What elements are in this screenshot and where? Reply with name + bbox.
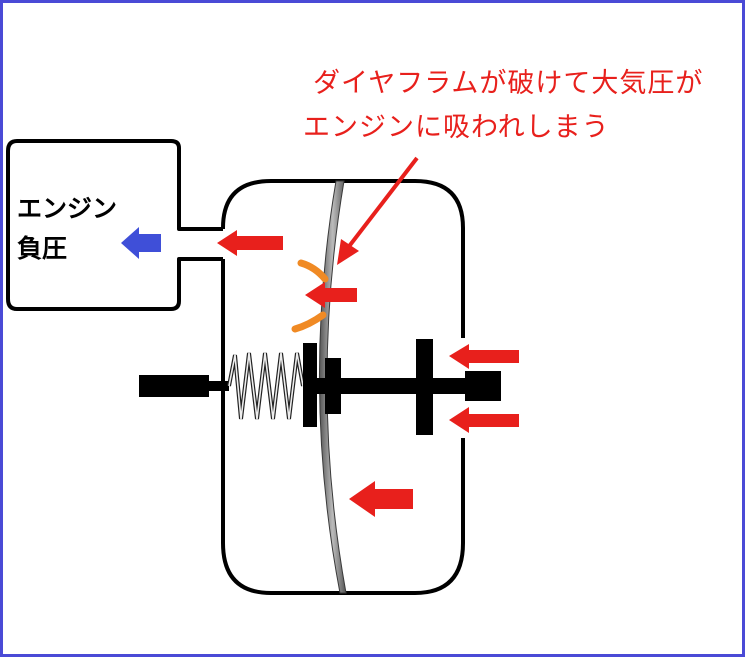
airflow-arrow-tear: [305, 282, 357, 308]
negative-pressure-label: 負圧: [17, 234, 68, 263]
tear-mark-lower: [291, 311, 327, 333]
return-spring: [227, 352, 305, 420]
diagram-graphics: [6, 139, 519, 595]
airflow-arrow-outside-lower: [449, 407, 519, 433]
engine-box: [6, 139, 223, 311]
rod-left-inner: [203, 381, 229, 391]
annotation-text-line1: ダイヤフラムが破けて大気圧が: [313, 68, 704, 99]
pointer-arrow: [337, 156, 419, 265]
valve-plate: [416, 339, 433, 435]
airflow-arrow-outside-upper: [449, 344, 519, 369]
engine-label: エンジン: [17, 194, 118, 223]
piston-plate: [303, 343, 317, 427]
tear-mark-upper: [297, 259, 329, 283]
engine-suction-arrow: [121, 227, 161, 259]
airflow-arrow-chamber: [349, 481, 413, 517]
push-rod: [303, 378, 499, 394]
airflow-arrow-port: [217, 230, 283, 256]
rod-left-end: [139, 375, 209, 397]
center-hub: [325, 358, 341, 414]
rod-right-end: [465, 371, 501, 401]
annotation-text-line2: エンジンに吸われしまう: [303, 112, 610, 143]
